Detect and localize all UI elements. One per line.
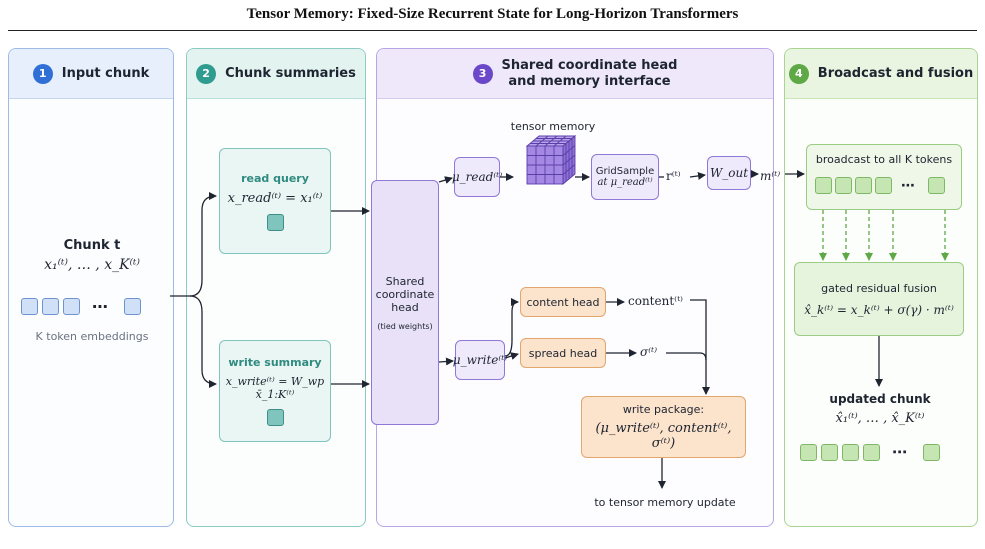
title-rule: [8, 30, 977, 31]
column-title: Broadcast and fusion: [817, 65, 974, 81]
column-title: Chunk summaries: [225, 65, 356, 81]
spread-head-box: spread head: [520, 338, 606, 368]
column-header: 2 Chunk summaries: [187, 49, 365, 99]
write-summary-math: x_write⁽ᵗ⁾ = W_wp x̄_1:K⁽ᵗ⁾: [225, 375, 325, 401]
broadcast-token-row: ⋯: [815, 177, 945, 194]
memory-output-label: m⁽ᵗ⁾: [760, 169, 781, 183]
column-title-line2: and memory interface: [508, 73, 671, 89]
arrow-content-to-package: [690, 299, 710, 395]
shared-head-line1: Shared: [385, 274, 425, 288]
token-square: [21, 297, 38, 315]
token-square: [855, 177, 872, 194]
updated-chunk-block: updated chunk x̂₁⁽ᵗ⁾, … , x̂_K⁽ᵗ⁾: [800, 392, 960, 426]
column-header: 1 Input chunk: [9, 49, 173, 99]
shared-coordinate-head-box: Shared coordinate head (tied weights): [371, 180, 439, 425]
token-square: [800, 443, 817, 461]
read-vector-label: r⁽ᵗ⁾: [666, 169, 681, 183]
token-square: [124, 297, 141, 315]
column-header: 3 Shared coordinate head and memory inte…: [377, 49, 773, 99]
ellipsis: ⋯: [901, 177, 915, 194]
mu-write-box: μ_write⁽ᵗ⁾: [453, 340, 507, 380]
tensor-memory-label: tensor memory: [510, 120, 596, 133]
column-title: Shared coordinate head and memory interf…: [502, 58, 678, 89]
read-query-title: read query: [241, 171, 309, 185]
updated-chunk-math: x̂₁⁽ᵗ⁾, … , x̂_K⁽ᵗ⁾: [835, 411, 925, 426]
arrow-to-write-summary: [189, 295, 217, 388]
gridsample-box: GridSample at μ_read⁽ᵗ⁾: [591, 154, 659, 200]
chunk-label: Chunk t: [63, 238, 121, 253]
step-number-badge: 4: [788, 63, 809, 84]
write-package-math: (μ_write⁽ᵗ⁾, content⁽ᵗ⁾, σ⁽ᵗ⁾): [595, 421, 732, 451]
token-square: [63, 297, 80, 315]
memory-update-label: to tensor memory update: [594, 496, 736, 509]
token-square: [863, 443, 880, 461]
step-number-badge: 1: [32, 63, 53, 84]
w-out-box: W_out: [707, 156, 751, 190]
column-input-chunk: 1 Input chunk: [8, 48, 174, 527]
arrow-sigma-to-package: [666, 352, 707, 361]
ellipsis: ⋯: [892, 443, 907, 461]
arrow-r-to-wout: [689, 171, 706, 180]
mu-read-box: μ_read⁽ᵗ⁾: [452, 157, 502, 197]
embeddings-label: K token embeddings: [35, 330, 149, 343]
updated-token-row: ⋯: [800, 443, 940, 461]
step-number-badge: 3: [472, 63, 493, 84]
write-summary-box: write summary x_write⁽ᵗ⁾ = W_wp x̄_1:K⁽ᵗ…: [219, 340, 331, 442]
arrow-head-to-mu-read: [438, 176, 453, 184]
sigma-label: σ⁽ᵗ⁾: [640, 345, 658, 359]
gated-residual-fusion-box: gated residual fusion x̂_k⁽ᵗ⁾ = x_k⁽ᵗ⁾ +…: [794, 262, 964, 336]
read-query-box: read query x_read⁽ᵗ⁾ = x₁⁽ᵗ⁾: [219, 148, 331, 254]
broadcast-box: broadcast to all K tokens ⋯: [806, 144, 962, 210]
step-number-badge: 2: [196, 63, 217, 84]
column-title: Input chunk: [61, 65, 150, 81]
read-query-vector: [266, 213, 284, 231]
token-square: [42, 297, 59, 315]
token-square: [875, 177, 892, 194]
token-embedding-row: ⋯: [21, 295, 161, 317]
content-head-box: content head: [520, 287, 606, 317]
token-square: [842, 443, 859, 461]
updated-chunk-title: updated chunk: [829, 392, 931, 406]
shared-head-line2: coordinate: [375, 287, 435, 301]
input-chunk-block: Chunk t x₁⁽ᵗ⁾, … , x_K⁽ᵗ⁾: [14, 238, 170, 273]
gridsample-line1: GridSample: [595, 166, 655, 177]
column-title-line1: Shared coordinate head: [501, 57, 678, 73]
arrow-mu-write-to-spread: [504, 352, 519, 360]
gridsample-line2: at μ_read⁽ᵗ⁾: [597, 177, 653, 188]
read-query-math: x_read⁽ᵗ⁾ = x₁⁽ᵗ⁾: [227, 190, 323, 206]
shared-head-note: (tied weights): [377, 321, 433, 331]
token-square: [835, 177, 852, 194]
tensor-memory-cube-icon: [525, 135, 577, 185]
token-square: [821, 443, 838, 461]
fusion-math: x̂_k⁽ᵗ⁾ = x_k⁽ᵗ⁾ + σ(γ) · m⁽ᵗ⁾: [804, 302, 954, 317]
write-package-box: write package: (μ_write⁽ᵗ⁾, content⁽ᵗ⁾, …: [581, 396, 746, 458]
token-sequence-math: x₁⁽ᵗ⁾, … , x_K⁽ᵗ⁾: [44, 257, 140, 273]
token-square: [923, 443, 940, 461]
arrow-head-to-mu-write: [438, 357, 454, 366]
fusion-title: gated residual fusion: [821, 281, 937, 295]
content-label: content⁽ᵗ⁾: [628, 294, 684, 308]
column-chunk-summaries: 2 Chunk summaries: [186, 48, 366, 527]
shared-head-line3: head: [391, 300, 419, 314]
page-title: Tensor Memory: Fixed-Size Recurrent Stat…: [246, 6, 739, 22]
ellipsis: ⋯: [92, 296, 108, 316]
token-square: [928, 177, 945, 194]
arrow-mu-write-to-content: [504, 298, 519, 357]
column-header: 4 Broadcast and fusion: [785, 49, 977, 99]
write-summary-title: write summary: [228, 356, 322, 369]
token-square: [815, 177, 832, 194]
write-package-title: write package:: [622, 403, 705, 416]
write-summary-vector: [266, 409, 284, 426]
arrow-to-read-query: [189, 192, 217, 297]
broadcast-title: broadcast to all K tokens: [815, 153, 953, 166]
